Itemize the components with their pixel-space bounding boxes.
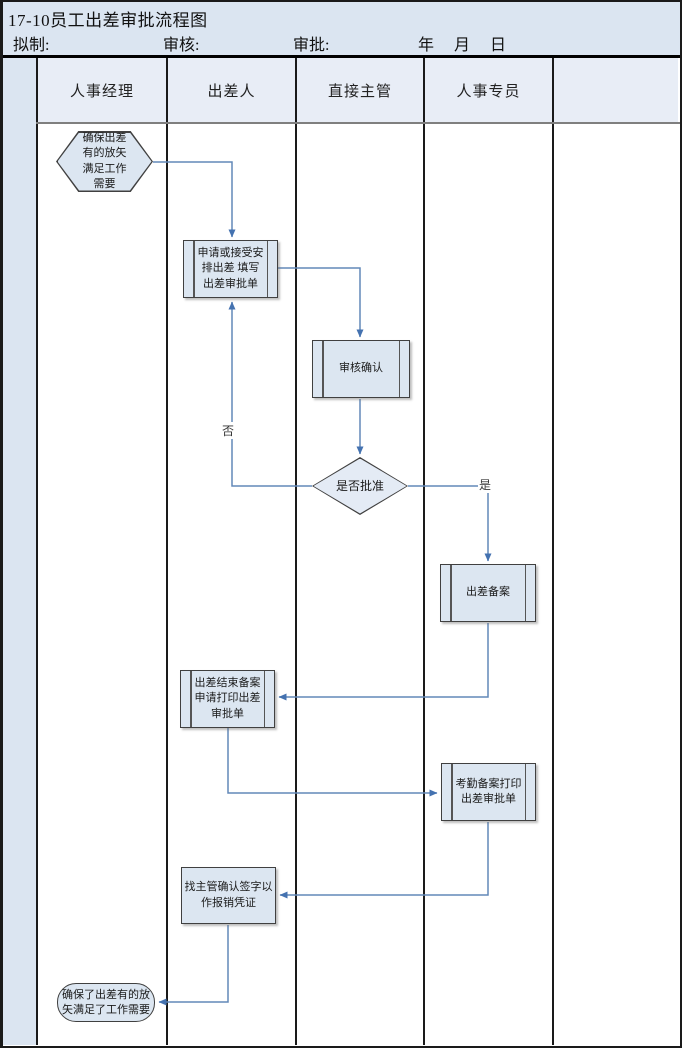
lane-header-empty [554, 58, 678, 123]
node-apply-trip: 申请或接受安排出差 填写出差审批单 [183, 240, 278, 298]
connector-filing-to-endfiling [278, 623, 489, 701]
node-attendance-text: 考勤备案打印出差审批单 [455, 777, 522, 805]
predef-bar-left [450, 565, 452, 621]
predef-bar-left [193, 241, 195, 297]
connector-endfiling-to-attendance [227, 728, 438, 797]
node-end-filing: 出差结束备案申请打印出差审批单 [180, 670, 275, 728]
node-attendance-filing: 考勤备案打印出差审批单 [441, 763, 536, 821]
node-review-confirm: 审核确认 [312, 340, 410, 398]
lane-header-underline [36, 122, 680, 124]
node-trip-filing-text: 出差备案 [466, 586, 510, 599]
node-start-hexagon: 确保出差有的放矢满足工作需要 [56, 131, 153, 192]
lane-header-supervisor: 直接主管 [297, 58, 423, 123]
approved-label: 审批: [293, 37, 330, 54]
node-trip-filing: 出差备案 [440, 564, 536, 622]
date-label: 年 月 日 [418, 37, 515, 54]
predef-bar-right [266, 241, 268, 297]
reviewed-label: 审核: [163, 37, 200, 54]
margin-strip [3, 58, 36, 1045]
node-decision-approve: 是否批准 [312, 457, 408, 515]
drafted-label: 拟制: [13, 37, 50, 54]
node-decision-text: 是否批准 [335, 478, 384, 493]
predef-bar-right [524, 565, 526, 621]
predef-bar-right [524, 764, 526, 820]
header-band [2, 2, 680, 55]
lane-border-4 [552, 58, 554, 1045]
node-start-text: 确保出差有的放矢满足工作需要 [82, 131, 127, 190]
node-end-terminator: 确保了出差有的放矢满足了工作需要 [57, 983, 155, 1022]
connector-sign-to-end [158, 925, 229, 1006]
predef-bar-left [451, 764, 453, 820]
lane-header-hr-manager: 人事经理 [38, 58, 166, 123]
lane-border-3 [423, 58, 425, 1045]
lane-header-traveler: 出差人 [168, 58, 295, 123]
node-end-filing-text: 出差结束备案申请打印出差审批单 [194, 676, 261, 720]
node-end-text: 确保了出差有的放矢满足了工作需要 [62, 989, 150, 1016]
connector-start-to-apply [153, 161, 236, 238]
connector-decision-no-to-apply [228, 301, 312, 487]
edge-label-yes: 是 [478, 476, 493, 493]
predef-bar-left [190, 671, 192, 727]
node-review-text: 审核确认 [339, 362, 383, 375]
node-sign-text: 找主管确认签字以作报销凭证 [184, 881, 273, 909]
predef-bar-right [263, 671, 265, 727]
connector-decision-yes-to-filing [408, 485, 492, 562]
node-supervisor-sign: 找主管确认签字以作报销凭证 [181, 867, 276, 924]
diamond-shape: 是否批准 [313, 458, 407, 514]
lane-border-2 [295, 58, 297, 1045]
connector-apply-to-review [278, 267, 364, 338]
connector-attendance-to-sign [279, 822, 489, 899]
lane-header-hr-specialist: 人事专员 [425, 58, 552, 123]
predef-bar-left [322, 341, 324, 397]
lane-border-0 [36, 58, 38, 1045]
hexagon-shape: 确保出差有的放矢满足工作需要 [57, 131, 152, 191]
page-title: 17-10员工出差审批流程图 [8, 11, 208, 30]
lane-border-1 [166, 58, 168, 1045]
predef-bar-right [398, 341, 400, 397]
edge-label-no: 否 [221, 422, 236, 439]
node-apply-text: 申请或接受安排出差 填写出差审批单 [197, 246, 264, 290]
header-separator [2, 55, 680, 58]
